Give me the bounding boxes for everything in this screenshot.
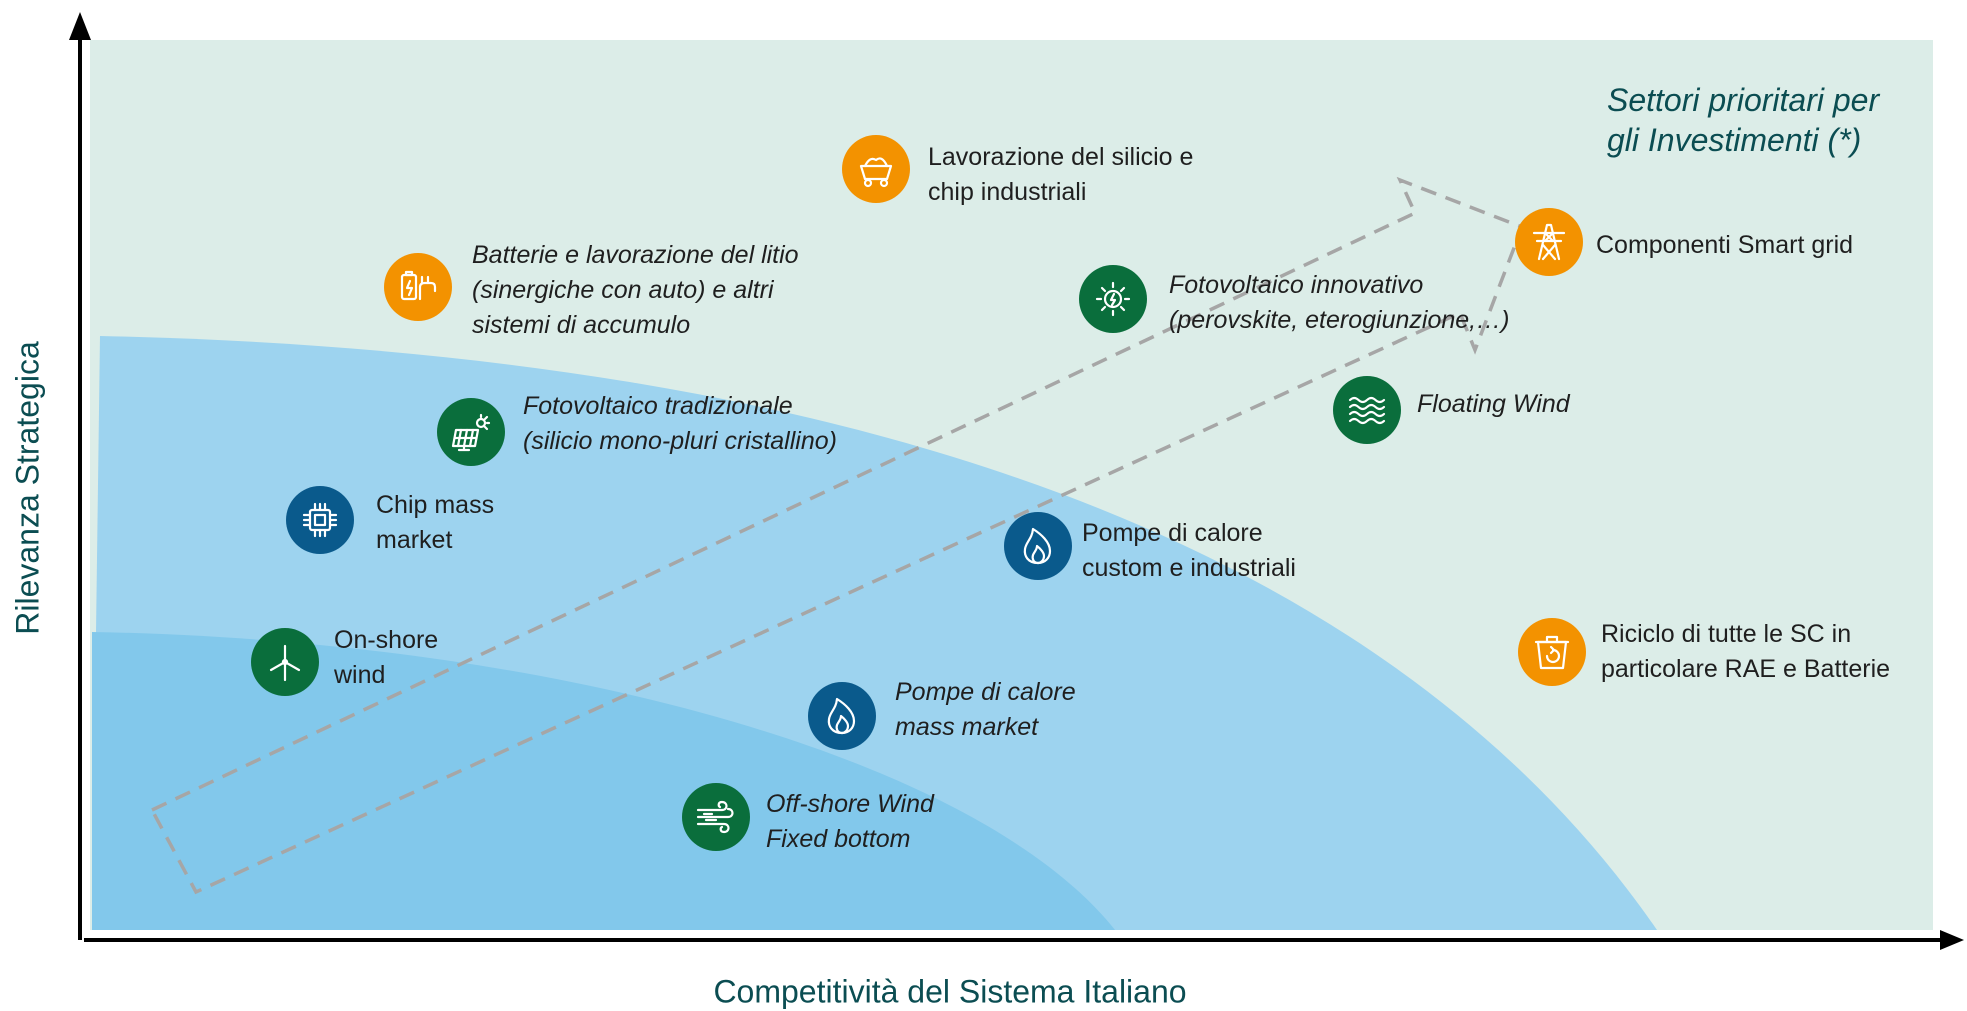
fotovoltaico-tradizionale-badge [437, 398, 505, 466]
fotovoltaico-tradizionale-label-line: (silicio mono-pluri cristallino) [523, 427, 837, 455]
on-shore-wind-label-line: wind [334, 661, 386, 689]
batterie-badge-circle [384, 253, 452, 321]
inner-competitiveness-zone [92, 632, 1115, 930]
flame-icon [1023, 527, 1052, 565]
riciclo-badge [1518, 618, 1586, 686]
on-shore-wind-label-line: On-shore [334, 626, 439, 654]
floating-wind-label-line: Floating Wind [1417, 390, 1570, 418]
batterie-label: Batterie e lavorazione del litio (sinergi… [472, 238, 799, 343]
waves-icon [1348, 396, 1386, 425]
fotovoltaico-innovativo-label-line: Fotovoltaico innovativo [1169, 271, 1424, 299]
smart-grid-badge [1515, 208, 1583, 276]
floating-wind-badge-circle [1333, 376, 1401, 444]
y-axis-title: Rilevanza Strategica [9, 341, 46, 635]
y-axis-arrowhead [69, 12, 91, 40]
x-axis-title: Competitività del Sistema Italiano [713, 973, 1187, 1010]
batterie-label-line: sistemi di accumulo [472, 311, 691, 339]
riciclo-label-line: Riciclo di tutte le SC in [1601, 620, 1852, 648]
floating-wind-label: Floating Wind [1417, 387, 1570, 422]
battery-plug-icon [400, 270, 437, 301]
lavorazione-silicio-badge [842, 135, 910, 203]
pompe-custom-badge [1004, 512, 1072, 580]
icons-layer [251, 135, 1586, 851]
pompe-custom-label-line: custom e industriali [1082, 554, 1296, 582]
chip-icon [302, 502, 338, 538]
chip-mass-market-label-line: market [376, 526, 453, 554]
flame-icon [827, 697, 856, 735]
pompe-mass-label: Pompe di calore mass market [895, 675, 1076, 745]
power-pylon-icon [1532, 223, 1566, 261]
lavorazione-silicio-label-line: Lavorazione del silicio e [928, 143, 1194, 171]
chip-mass-market-badge [286, 486, 354, 554]
pompe-mass-label-line: Pompe di calore [895, 678, 1076, 706]
fotovoltaico-tradizionale-label: Fotovoltaico tradizionale (silicio mono-p… [523, 389, 837, 459]
smart-grid-label-line: Componenti Smart grid [1596, 231, 1854, 259]
off-shore-wind-label-line: Off-shore Wind [766, 790, 934, 818]
fotovoltaico-innovativo-label-line: (perovskite, eterogiunzione,…) [1169, 306, 1510, 334]
batterie-badge [384, 253, 452, 321]
lavorazione-silicio-badge-circle [842, 135, 910, 203]
mine-cart-icon [859, 157, 893, 188]
chip-mass-market-label-line: Chip mass [376, 491, 495, 519]
fotovoltaico-innovativo-label: Fotovoltaico innovativo (perovskite, eter… [1169, 268, 1509, 338]
x-axis-arrowhead [1940, 930, 1964, 950]
wind-icon [696, 800, 734, 834]
fotovoltaico-tradizionale-badge-circle [437, 398, 505, 466]
riciclo-label: Riciclo di tutte le SC in particolare RAE… [1601, 617, 1890, 687]
pompe-custom-label-line: Pompe di calore [1082, 519, 1263, 547]
batterie-label-line: (sinergiche con auto) e altri [472, 276, 774, 304]
wind-turbine-icon [269, 644, 301, 682]
lavorazione-silicio-label: Lavorazione del silicio e chip industrial… [928, 140, 1193, 210]
recycle-bin-icon [1534, 635, 1570, 670]
batterie-label-line: Batterie e lavorazione del litio [472, 241, 799, 269]
priority-sectors-title: Settori prioritari per gli Investimenti … [1607, 80, 1879, 160]
chip-mass-market-label: Chip mass market [376, 488, 494, 558]
chip-mass-market-badge-circle [286, 486, 354, 554]
riciclo-label-line: particolare RAE e Batterie [1601, 655, 1891, 683]
priority-sectors-title-line: gli Investimenti (*) [1607, 122, 1862, 158]
fotovoltaico-innovativo-badge [1079, 265, 1147, 333]
smart-grid-label: Componenti Smart grid [1596, 228, 1853, 263]
floating-wind-badge [1333, 376, 1401, 444]
off-shore-wind-badge [682, 783, 750, 851]
priority-sectors-title-line: Settori prioritari per [1607, 82, 1880, 118]
pompe-custom-label: Pompe di calore custom e industriali [1082, 516, 1296, 586]
on-shore-wind-label: On-shore wind [334, 623, 438, 693]
off-shore-wind-label-line: Fixed bottom [766, 825, 911, 853]
growth-path-arrow [149, 176, 1525, 895]
lavorazione-silicio-label-line: chip industriali [928, 178, 1087, 206]
pompe-mass-badge [808, 682, 876, 750]
on-shore-wind-badge [251, 628, 319, 696]
pompe-mass-label-line: mass market [895, 713, 1039, 741]
solar-panel-icon [451, 413, 491, 452]
solar-cell-icon [1095, 281, 1131, 317]
fotovoltaico-tradizionale-label-line: Fotovoltaico tradizionale [523, 392, 793, 420]
